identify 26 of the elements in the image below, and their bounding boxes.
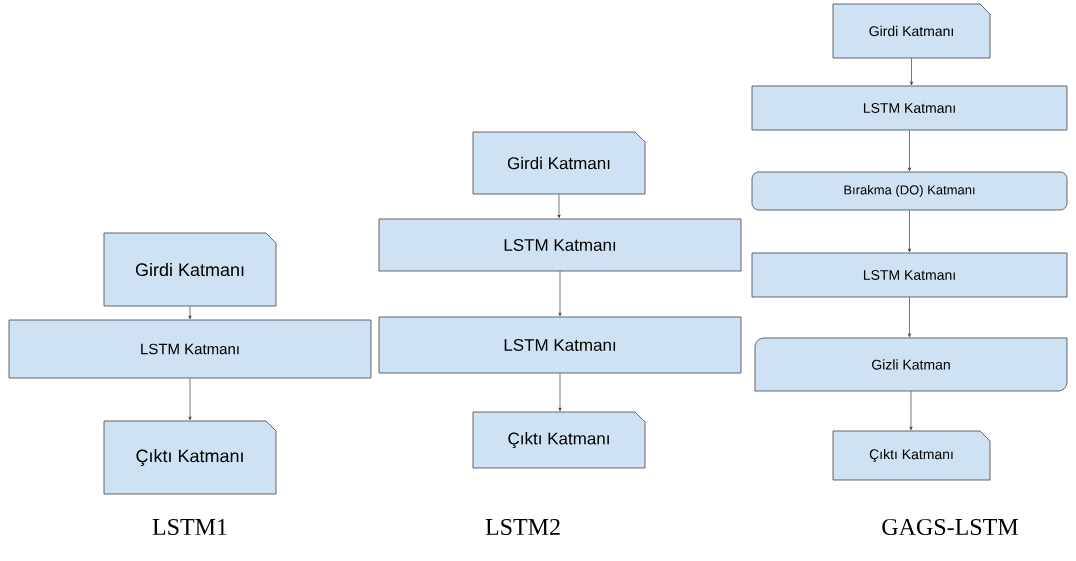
layer-box: LSTM Katmanı <box>378 316 742 374</box>
layer-box: Çıktı Katmanı <box>103 420 277 495</box>
rounded-layer-box: Gizli Katman <box>754 337 1068 392</box>
arrow <box>907 296 912 338</box>
column-caption: LSTM1 <box>152 518 227 536</box>
arrow <box>907 129 912 172</box>
layer-box: LSTM Katmanı <box>751 85 1068 131</box>
arrow <box>558 270 562 317</box>
column-caption: GAGS-LSTM <box>882 518 1018 536</box>
layer-box: LSTM Katmanı <box>8 319 372 379</box>
arrow <box>907 209 912 253</box>
layer-box: LSTM Katmanı <box>751 252 1068 298</box>
layer-box: Çıktı Katmanı <box>832 430 991 481</box>
layer-box: Çıktı Katmanı <box>472 411 646 469</box>
column-caption: LSTM2 <box>485 518 560 536</box>
arrow <box>557 193 561 219</box>
layer-box: Girdi Katmanı <box>472 131 646 195</box>
rounded-layer-box: Bırakma (DO) Katmanı <box>751 171 1068 211</box>
arrow <box>909 390 913 431</box>
layer-box: LSTM Katmanı <box>378 218 742 272</box>
arrow <box>188 377 192 421</box>
layer-box: Girdi Katmanı <box>103 232 277 307</box>
arrow <box>188 305 192 320</box>
layer-box: Girdi Katmanı <box>832 3 991 59</box>
arrow <box>558 372 562 412</box>
arrow <box>909 57 914 86</box>
